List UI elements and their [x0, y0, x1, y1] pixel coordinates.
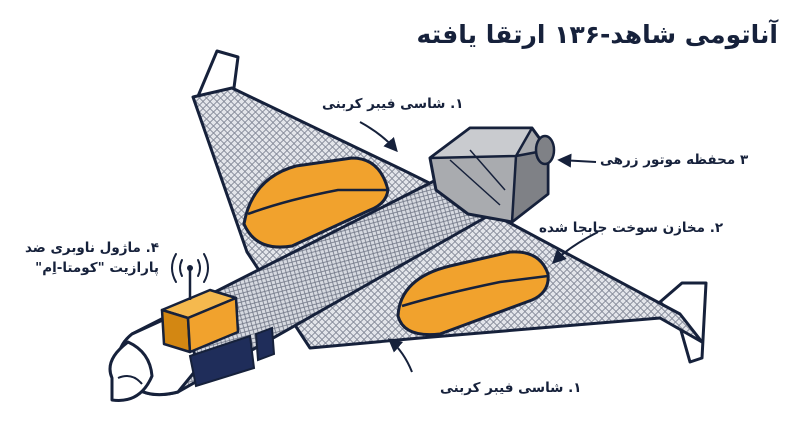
- engine-housing: [428, 126, 556, 224]
- arrow-engine: [557, 153, 597, 168]
- label-nav-module-line1: ۴. ماژول ناوبری ضد: [25, 240, 159, 256]
- arrow-chassis-bottom: [387, 338, 413, 373]
- fuel-tank-upper: [242, 156, 390, 249]
- label-nav-module: ۴. ماژول ناوبری ضد پارازیت "کومتا-اِم": [25, 238, 159, 278]
- label-chassis-bottom: ۱. شاسی فیبر کربنی: [440, 380, 582, 396]
- label-engine-housing: ۳ محفظه موتور زرهی: [600, 152, 749, 168]
- arrow-fuel-tanks: [552, 231, 599, 264]
- label-chassis-top: ۱. شاسی فیبر کربنی: [322, 96, 464, 112]
- fuel-tank-lower: [396, 250, 550, 337]
- label-nav-module-line2: پارازیت "کومتا-اِم": [35, 260, 159, 276]
- nav-module: [160, 265, 240, 354]
- page-title: آناتومی شاهد-۱۳۶ ارتقا یافته: [416, 20, 778, 49]
- label-fuel-tanks: ۲. مخازن سوخت جابجا شده: [539, 220, 724, 236]
- cockpit-window-side: [254, 326, 276, 362]
- signal-waves-icon: [171, 253, 209, 283]
- arrow-chassis-top: [359, 121, 398, 153]
- cockpit-window: [188, 334, 256, 388]
